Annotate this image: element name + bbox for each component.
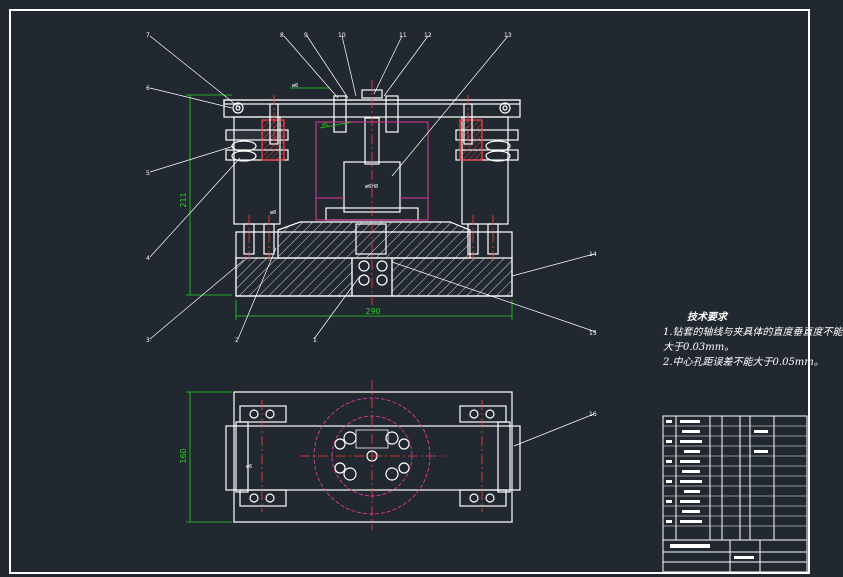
callout-15: 15 — [589, 330, 597, 337]
dim-small-1: ø6 — [292, 83, 298, 89]
callout-9: 9 — [304, 32, 308, 39]
centerlines-top — [261, 380, 483, 530]
dim-small-top: ø6 — [246, 464, 252, 470]
callout-6: 6 — [146, 85, 150, 92]
callout-1: 1 — [313, 337, 317, 344]
dimensions-front — [186, 87, 513, 320]
dim-height-top: 160 — [179, 448, 188, 463]
centerlines-front — [248, 80, 494, 305]
dim-small-2: ø8 — [270, 210, 276, 216]
callout-5: 5 — [146, 170, 150, 177]
title-block-fills — [666, 420, 768, 559]
callout-labels: 1 2 3 4 5 6 7 8 9 10 11 12 13 14 15 16 — [146, 32, 597, 418]
notes-line-1: 1.钻套的轴线与夹具体的直度垂直度不能 — [663, 327, 843, 338]
callout-14: 14 — [589, 251, 597, 258]
drawing-frame — [9, 9, 810, 574]
title-block-rows — [663, 425, 807, 527]
callout-13: 13 — [504, 32, 512, 39]
callout-3: 3 — [146, 337, 150, 344]
title-block — [662, 415, 808, 573]
engineering-drawing: 211 290 ø6 ø8 ø5 ø6H8 1 2 3 4 5 6 7 8 9 … — [9, 9, 810, 574]
notes-title: 技术要求 — [687, 312, 727, 323]
callout-2: 2 — [235, 337, 239, 344]
notes-line-2: 大于0.03mm。 — [663, 342, 735, 353]
top-view — [225, 391, 521, 523]
callout-7: 7 — [146, 32, 150, 39]
callout-11: 11 — [399, 32, 407, 39]
dim-width-front: 290 — [365, 307, 380, 316]
notes-line-3: 2.中心孔距误差不能大于0.05mm。 — [663, 357, 824, 368]
dim-small-3: ø5 — [322, 122, 328, 128]
dim-height-front: 211 — [179, 192, 188, 207]
leader-lines — [149, 35, 597, 447]
callout-10: 10 — [338, 32, 346, 39]
inner-label: ø6H8 — [365, 184, 378, 190]
dimensions-top — [186, 391, 232, 523]
callout-16: 16 — [589, 411, 597, 418]
callout-8: 8 — [280, 32, 284, 39]
front-view — [223, 89, 521, 297]
callout-12: 12 — [424, 32, 432, 39]
callout-4: 4 — [146, 255, 150, 262]
technical-requirements: 技术要求 1.钻套的轴线与夹具体的直度垂直度不能 大于0.03mm。 2.中心孔… — [663, 310, 843, 370]
